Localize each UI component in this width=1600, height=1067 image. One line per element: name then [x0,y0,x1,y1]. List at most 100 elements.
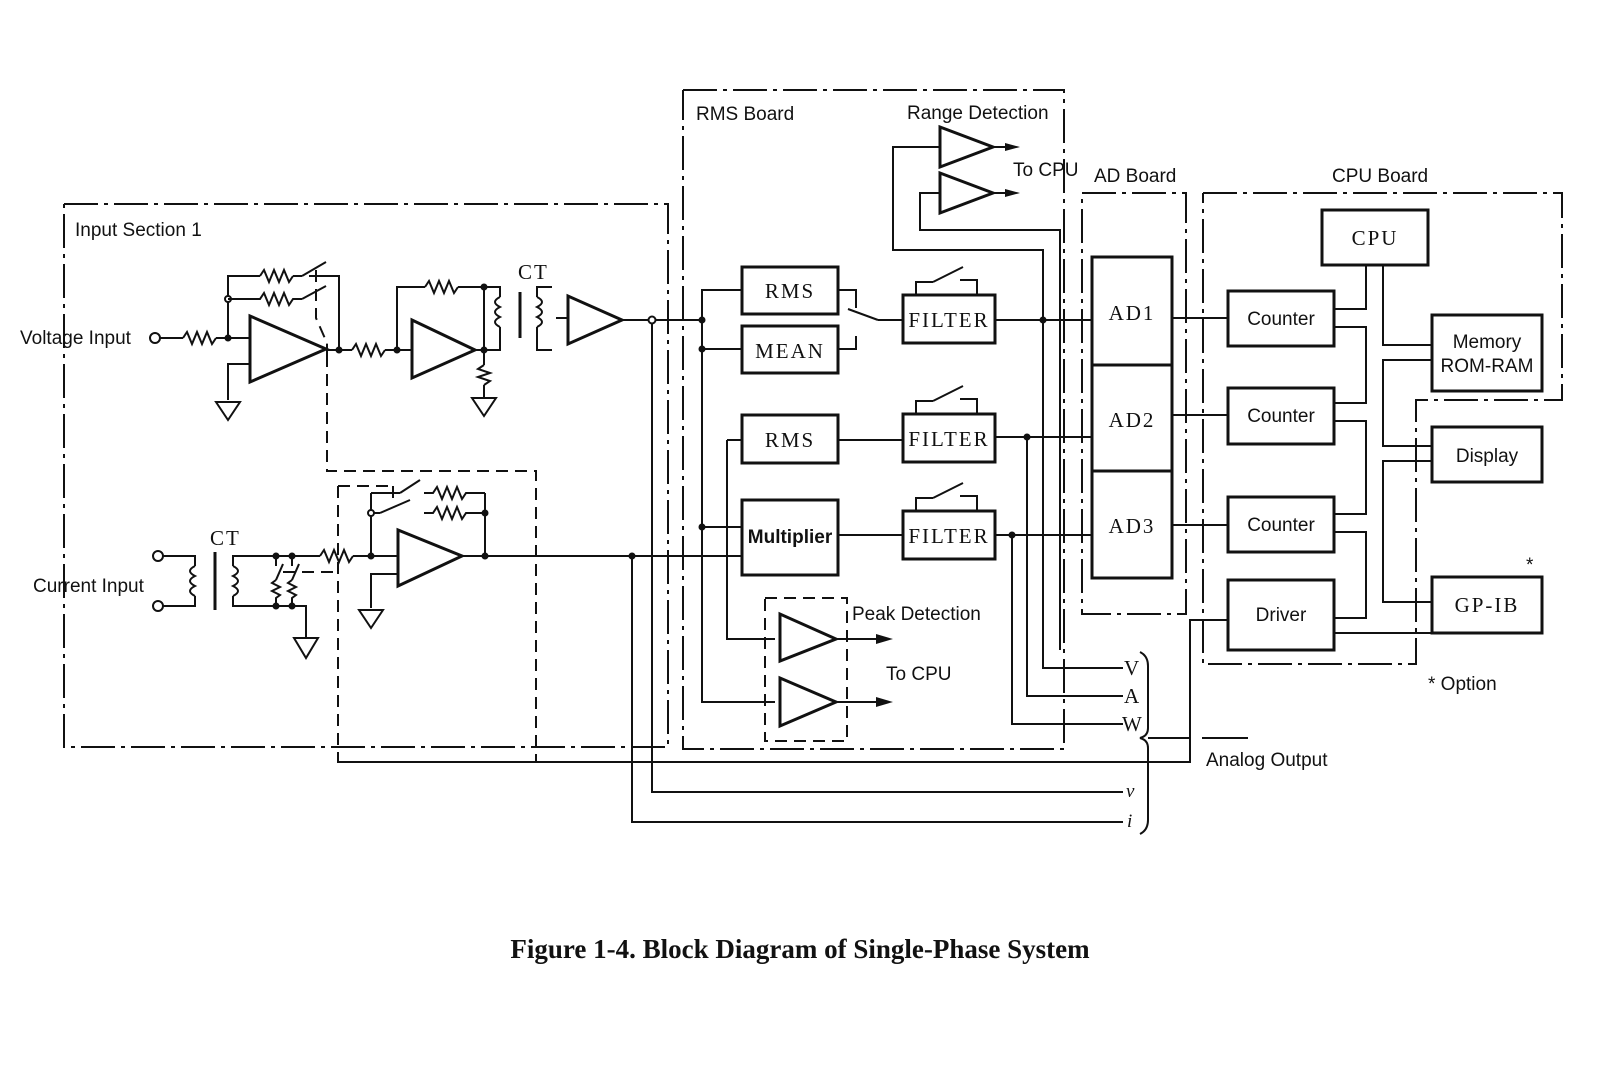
mean-block [740,324,840,375]
resistor-icon [474,364,494,386]
switch-icon [291,563,300,581]
transformer-primary-icon [494,296,503,328]
current-input-terminal [152,550,164,562]
ad1-label: AD1 [1109,301,1156,325]
voltage-input-chain: Voltage Input [20,260,1123,793]
resistor-icon [269,579,283,606]
ground-icon [214,401,242,422]
rms-board-boundary [682,89,1065,750]
selector-switch-icon [847,308,879,321]
cpu-board: CPU Counter Counter Counter Driver Memor… [1226,208,1544,695]
current-input-chain: Current Input CT [33,479,1228,823]
resistor-icon [424,484,485,502]
output-i-inst-label: i [1127,811,1132,832]
filter-block-2-label: FILTER [908,427,989,451]
resistor-icon [228,290,302,308]
figure-caption: Figure 1-4. Block Diagram of Single-Phas… [510,934,1090,964]
ad2-label: AD2 [1109,408,1156,432]
resistor-icon [182,329,217,347]
rms-block-2 [740,413,840,465]
counter-block-2-label: Counter [1247,406,1315,427]
current-input-label: Current Input [33,576,145,597]
amplifier-icon [410,317,479,381]
transformer-secondary-icon [230,565,239,597]
counter-block-3 [1226,495,1336,554]
current-amp-shield [326,355,537,762]
driver-block-label: Driver [1256,605,1307,626]
switch-icon [379,499,411,514]
resistor-icon [424,504,485,522]
output-a-label: A [1124,684,1141,708]
switch-icon [932,482,964,499]
multiplier-block-label: Multiplier [748,527,833,548]
gpib-option-marker: * [1526,555,1534,576]
cpu-board-boundary [1202,192,1563,665]
ad2-block [1090,363,1174,473]
peak-to-cpu-label: To CPU [886,664,951,685]
cpu-board-label: CPU Board [1332,166,1428,187]
cpu-label: CPU [1352,226,1399,250]
display-block [1430,425,1544,484]
option-note: * Option [1428,674,1497,695]
ground-icon [357,609,385,630]
resistor-icon [351,341,386,359]
output-w-label: W [1122,712,1144,736]
transformer-primary-icon [189,565,198,597]
cpu-block [1320,208,1430,267]
memory-block-label-1: Memory [1453,332,1522,353]
switch-icon [399,479,421,494]
voltage-input-terminal [149,332,161,344]
ad-board-boundary [1081,192,1187,615]
range-to-cpu-label: To CPU [1013,160,1078,181]
current-input-terminal-return [152,600,164,612]
memory-block-label-2: ROM-RAM [1441,356,1534,377]
arrow-icon [876,634,893,644]
gpib-block-label: GP-IB [1455,593,1520,617]
driver-block [1226,578,1336,652]
output-v-inst-label: v [1126,781,1135,802]
rms-board: RMS MEAN FILTER RMS FILTER Multiplier [698,103,1123,729]
memory-block [1430,313,1544,393]
counter-block-2 [1226,386,1336,446]
ad3-label: AD3 [1109,514,1156,538]
arrow-icon [1005,143,1020,151]
switch-icon [301,261,327,277]
range-comparator-icon [938,124,998,170]
counter-block-3-label: Counter [1247,515,1315,536]
ad3-block [1090,469,1174,580]
rms-board-label: RMS Board [696,104,794,125]
amplifier-icon [566,293,626,347]
resistor-icon [259,267,294,285]
mean-block-label: MEAN [755,339,825,363]
switch-icon [932,266,964,283]
switch-icon [275,563,284,581]
resistor-icon [285,579,299,606]
ground-icon [470,397,498,418]
display-block-label: Display [1456,446,1519,467]
arrow-icon [876,697,893,707]
resistor-icon [424,278,459,296]
amplifier-icon [396,527,466,589]
filter-block-1-label: FILTER [908,308,989,332]
peak-detector-icon [778,611,840,664]
rms-block-1-label: RMS [765,279,815,303]
transformer-secondary-icon [534,296,543,328]
ct-current-label: CT [210,526,241,550]
multiplier-block [740,498,840,577]
counter-block-1 [1226,289,1336,348]
arrow-icon [1005,189,1020,197]
output-brace-icon [1139,651,1149,835]
filter-block-3-label: FILTER [908,524,989,548]
switch-icon [932,385,964,402]
amplifier-icon [248,313,330,385]
input-section-label: Input Section 1 [75,220,202,241]
output-v-dc-label: V [1124,656,1141,680]
analog-output-label: Analog Output [1206,750,1328,771]
gpib-block [1430,575,1544,635]
resistor-icon [319,547,354,565]
ct-voltage-label: CT [518,260,549,284]
ad-board-label: AD Board [1094,166,1176,187]
counter-block-1-label: Counter [1247,309,1315,330]
ad1-block [1090,255,1174,367]
